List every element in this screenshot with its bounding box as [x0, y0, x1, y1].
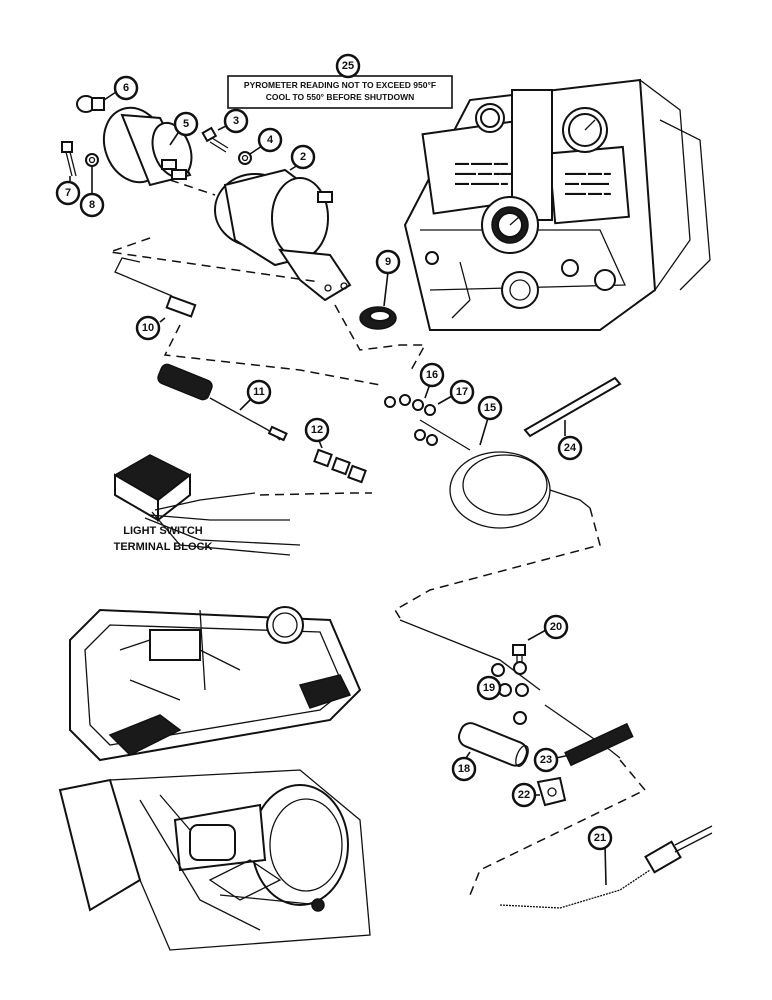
callout-11: 11: [246, 379, 272, 405]
callout-21: 19: [476, 675, 502, 701]
callout-22: 22: [511, 782, 537, 808]
engine-compartment-illustration: [58, 606, 371, 951]
svg-text:6: 6: [123, 82, 129, 94]
part-11-lead-wire: 11: [157, 363, 288, 442]
svg-text:12: 12: [311, 424, 323, 436]
svg-text:▬▬ ▬▬▬▬: ▬▬ ▬▬▬▬: [565, 180, 609, 187]
part-12-connectors: 12: [304, 417, 367, 484]
part-16-17-terminals: 16 17: [384, 362, 475, 446]
svg-text:18: 18: [458, 763, 470, 775]
light-switch-label-line-2: TERMINAL BLOCK: [114, 541, 213, 553]
light-switch-label-line-1: LIGHT SWITCH: [123, 525, 202, 537]
svg-text:▬▬ ▬▬▬ ▬▬: ▬▬ ▬▬▬ ▬▬: [455, 160, 508, 167]
callout-18: 21: [587, 825, 613, 851]
svg-text:8: 8: [89, 199, 95, 211]
light-switch-terminal-block: LIGHT SWITCH TERMINAL BLOCK: [113, 454, 301, 556]
callout-8: 8: [79, 192, 105, 218]
part-6-bulb: 6: [76, 75, 139, 113]
svg-text:▬▬ ▬▬▬▬ ▬: ▬▬ ▬▬▬▬ ▬: [455, 180, 508, 187]
part-15-harness: 15: [419, 395, 591, 529]
callout-6: 6: [113, 75, 139, 101]
svg-text:▬▬▬ ▬▬ ▬: ▬▬▬ ▬▬ ▬: [565, 170, 611, 177]
callout-20: 20: [543, 614, 569, 640]
note-line-1: PYROMETER READING NOT TO EXCEED 950°F: [244, 80, 436, 90]
svg-text:5: 5: [183, 118, 189, 130]
callout-10: 10: [135, 315, 161, 341]
callout-9: 9: [375, 249, 401, 275]
part-3-screw: 3: [201, 108, 249, 153]
svg-text:7: 7: [65, 187, 71, 199]
callout-17: 17: [449, 379, 475, 405]
svg-text:16: 16: [426, 369, 438, 381]
part-19-sleeve: 18: [451, 722, 529, 782]
dash-route-6: [393, 507, 601, 619]
part-24-cable-tie: 24: [523, 376, 622, 461]
part-18-thermocouple: 21: [499, 825, 713, 909]
svg-text:11: 11: [253, 386, 265, 398]
note-box: [227, 75, 453, 109]
lower-harness-section: [399, 619, 621, 759]
part-21-washer: 19: [476, 675, 502, 701]
dash-route-1: [169, 179, 216, 196]
console-panel-text: ▬▬ ▬▬▬ ▬▬ ▬▬▬ ▬▬ ▬▬▬ ▬▬ ▬▬▬▬ ▬ ▬▬▬ ▬▬ ▬ …: [455, 160, 611, 197]
svg-text:17: 17: [456, 386, 468, 398]
part-2-gauge-housing: 2: [214, 144, 352, 302]
callout-25: 25: [335, 53, 361, 79]
note-line-2: COOL TO 550° BEFORE SHUTDOWN: [266, 92, 415, 102]
part-5-pyrometer-gauge: 5: [102, 106, 199, 187]
svg-text:2: 2: [300, 151, 306, 163]
svg-text:4: 4: [267, 134, 274, 146]
instrument-console-illustration: ▬▬ ▬▬▬ ▬▬ ▬▬▬ ▬▬ ▬▬▬ ▬▬ ▬▬▬▬ ▬ ▬▬▬ ▬▬ ▬ …: [403, 78, 711, 331]
svg-text:9: 9: [385, 256, 391, 268]
part-23-braided-cover: 23: [533, 722, 634, 773]
part-7-screw: 7: [55, 141, 81, 206]
part-8-washer: 8: [79, 153, 105, 218]
callout-19: 18: [451, 756, 477, 782]
callout-25-label: 25: [342, 60, 354, 72]
callout-15: 15: [477, 395, 503, 421]
svg-text:▬▬▬ ▬▬ ▬▬▬: ▬▬▬ ▬▬ ▬▬▬: [455, 170, 515, 177]
svg-text:22: 22: [518, 789, 530, 801]
callout-24: 24: [557, 435, 583, 461]
svg-text:10: 10: [142, 322, 154, 334]
callout-5: 5: [173, 111, 199, 137]
callout-2: 2: [290, 144, 316, 170]
callout-23: 23: [533, 747, 559, 773]
svg-text:23: 23: [540, 754, 552, 766]
svg-text:21: 21: [594, 832, 606, 844]
pyrometer-note: PYROMETER READING NOT TO EXCEED 950°F CO…: [227, 53, 453, 109]
dash-route-7: [469, 759, 647, 896]
callout-7: 7: [55, 180, 81, 206]
svg-text:▬▬▬ ▬▬ ▬: ▬▬▬ ▬▬ ▬: [565, 190, 611, 197]
callout-16: 16: [419, 362, 445, 388]
callout-12: 12: [304, 417, 330, 443]
dash-route-3: [334, 304, 427, 373]
svg-text:24: 24: [564, 442, 577, 454]
callout-3: 3: [223, 108, 249, 134]
svg-text:19: 19: [483, 682, 495, 694]
part-10-thermocouple-tip: 10: [114, 257, 197, 341]
dash-route-2: [109, 237, 321, 283]
dash-route-5: [259, 492, 372, 496]
svg-text:15: 15: [484, 402, 496, 414]
part-9-grommet: 9: [359, 249, 401, 330]
part-4-nut: 4: [238, 127, 283, 165]
part-22-clamp: 22: [511, 776, 567, 808]
svg-text:20: 20: [550, 621, 562, 633]
part-20-screw: 20: [512, 614, 569, 668]
dash-route-4: [163, 324, 381, 386]
svg-text:3: 3: [233, 115, 239, 127]
callout-4: 4: [257, 127, 283, 153]
